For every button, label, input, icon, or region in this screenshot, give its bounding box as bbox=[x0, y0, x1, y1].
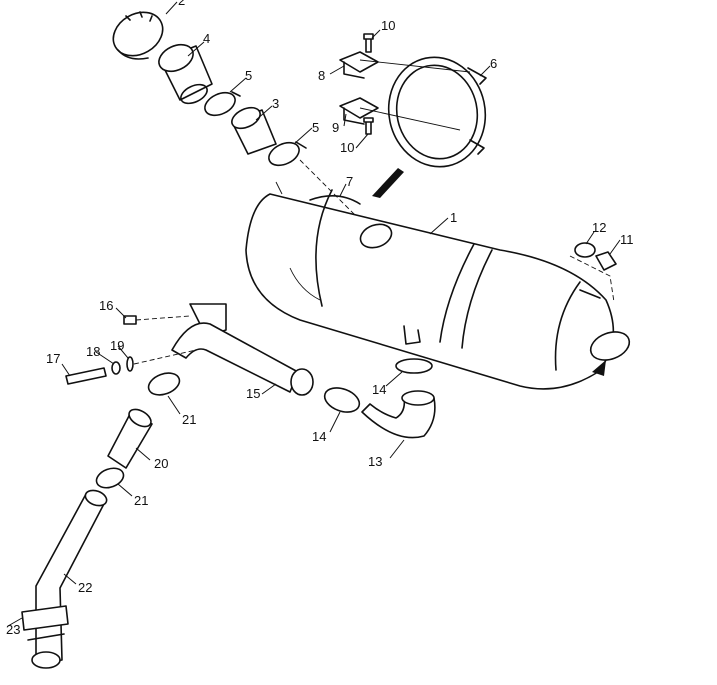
outlet-arrow bbox=[592, 360, 606, 376]
callout-10-bottom: 10 bbox=[340, 140, 354, 155]
callout-7: 7 bbox=[346, 174, 353, 189]
callout-11: 11 bbox=[620, 232, 634, 247]
callout-5-lower: 5 bbox=[312, 120, 319, 135]
part-20-hose bbox=[107, 408, 153, 469]
part-3-hose bbox=[231, 106, 277, 155]
part-4-inlet-pipe bbox=[158, 43, 213, 105]
callout-1: 1 bbox=[450, 210, 457, 225]
part-8-bracket bbox=[339, 51, 379, 79]
callout-12: 12 bbox=[592, 220, 606, 235]
callout-14-lower: 14 bbox=[312, 429, 326, 444]
callout-23: 23 bbox=[6, 622, 20, 637]
part-5-clamp-lower bbox=[268, 141, 307, 167]
part-21-clamp-upper bbox=[147, 372, 181, 396]
callout-18: 18 bbox=[86, 344, 100, 359]
leader-lines bbox=[7, 1, 621, 627]
part-21-clamp-lower bbox=[95, 467, 125, 489]
part-23-bracket bbox=[21, 605, 69, 669]
part-17-sensor bbox=[65, 367, 107, 385]
callout-21-upper: 21 bbox=[182, 412, 196, 427]
callout-19: 19 bbox=[110, 338, 124, 353]
part-10-screw-bottom bbox=[363, 117, 374, 135]
callout-3: 3 bbox=[272, 96, 279, 111]
callout-4: 4 bbox=[203, 31, 210, 46]
callout-labels: 2 4 5 3 5 10 8 9 10 6 7 1 12 11 16 17 18… bbox=[6, 0, 634, 637]
callout-10-top: 10 bbox=[381, 18, 395, 33]
callout-15: 15 bbox=[246, 386, 260, 401]
part-6-heat-shield-band bbox=[387, 56, 487, 168]
callout-14-upper: 14 bbox=[372, 382, 386, 397]
part-10-screw-top bbox=[363, 33, 374, 53]
part-13-elbow-hose bbox=[361, 390, 436, 439]
callout-13: 13 bbox=[368, 454, 382, 469]
part-12-clamp bbox=[574, 242, 596, 258]
callout-16: 16 bbox=[99, 298, 113, 313]
part-15-pipe bbox=[171, 303, 314, 396]
part-11-plug bbox=[595, 251, 617, 271]
callout-21-lower: 21 bbox=[134, 493, 148, 508]
callout-17: 17 bbox=[46, 351, 60, 366]
part-14-clamp-lower bbox=[323, 387, 361, 413]
callout-6: 6 bbox=[490, 56, 497, 71]
callout-5-upper: 5 bbox=[245, 68, 252, 83]
part-7-heat-shield bbox=[309, 195, 361, 205]
callout-9: 9 bbox=[332, 120, 339, 135]
part-9-bracket bbox=[339, 97, 379, 125]
part-1-muffler bbox=[245, 181, 631, 390]
callout-22: 22 bbox=[78, 580, 92, 595]
part-18-washer bbox=[111, 361, 121, 375]
part-5-clamp-upper bbox=[204, 91, 241, 117]
part-2-cap bbox=[112, 11, 164, 60]
part-14-clamp-upper bbox=[395, 358, 433, 374]
callout-20: 20 bbox=[154, 456, 168, 471]
callout-2: 2 bbox=[178, 0, 185, 8]
callout-8: 8 bbox=[318, 68, 325, 83]
pointer-arrow bbox=[372, 168, 404, 198]
part-19-washer bbox=[126, 356, 134, 372]
